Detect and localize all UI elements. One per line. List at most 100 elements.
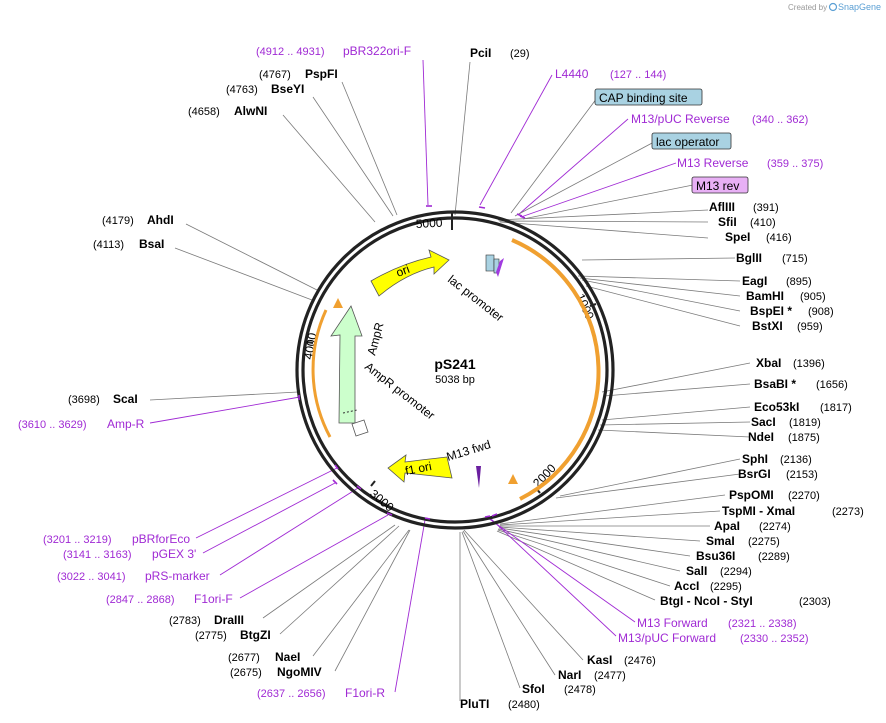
enzyme-name-smai[interactable]: SmaI <box>706 534 735 548</box>
primer-range-f1ori-r: (2637 .. 2656) <box>257 688 326 700</box>
enzyme-name-eco53ki[interactable]: Eco53kI <box>754 400 799 414</box>
tick-label-5000: 5000 <box>415 216 443 231</box>
enzyme-name-bspei[interactable]: BspEI * <box>750 304 792 318</box>
enzyme-name-sali[interactable]: SalI <box>686 564 707 578</box>
primer-name-prs-marker[interactable]: pRS-marker <box>145 569 210 583</box>
enzyme-name-eagi[interactable]: EagI <box>742 274 767 288</box>
feature-box-cap[interactable]: CAP binding site <box>594 88 703 106</box>
enzyme-pos-smai: (2275) <box>748 536 780 548</box>
enzyme-name-btgzi[interactable]: BtgZI <box>240 628 271 642</box>
primer-range-m13-puc-reverse: (340 .. 362) <box>752 114 808 126</box>
enzyme-name-apai[interactable]: ApaI <box>714 519 740 533</box>
enzyme-name-btgi-ncoi-styi[interactable]: BtgI - NcoI - StyI <box>660 594 753 608</box>
primer-leaders <box>149 59 677 693</box>
enzyme-name-spei[interactable]: SpeI <box>725 230 750 244</box>
enzyme-pos-pspomi: (2270) <box>788 490 820 502</box>
enzyme-pos-ngomiv: (2675) <box>230 667 262 679</box>
primer-name-m13-reverse[interactable]: M13 Reverse <box>677 156 749 170</box>
feature-box-m13-rev-label: M13 rev <box>696 179 739 193</box>
enzyme-name-tspmi-xmai[interactable]: TspMI - XmaI <box>722 504 795 518</box>
enzyme-name-afliii[interactable]: AflIII <box>709 200 735 214</box>
enzyme-pos-eagi: (895) <box>786 276 812 288</box>
plasmid-name: pS241 <box>434 356 475 372</box>
enzyme-name-scai[interactable]: ScaI <box>113 392 138 406</box>
primer-range-m13-reverse: (359 .. 375) <box>767 158 823 170</box>
primer-ticks <box>298 205 526 520</box>
enzyme-name-bglii[interactable]: BglII <box>736 251 762 265</box>
feature-box-lac-operator[interactable]: lac operator <box>651 132 732 150</box>
primer-range-l4440: (127 .. 144) <box>610 69 666 81</box>
cap-binding-site-mark <box>485 254 495 272</box>
enzyme-pos-sali: (2294) <box>720 566 752 578</box>
enzyme-name-pluti[interactable]: PluTI <box>460 697 489 711</box>
primer-name-pbrforeco[interactable]: pBRforEco <box>132 532 190 546</box>
enzyme-pos-bseyi: (4763) <box>226 84 258 96</box>
enzyme-name-kasi[interactable]: KasI <box>587 653 612 667</box>
primer-name-l4440[interactable]: L4440 <box>555 67 589 81</box>
primer-name-f1ori-r[interactable]: F1ori-R <box>345 686 385 700</box>
primer-name-amp-r[interactable]: Amp-R <box>107 417 145 431</box>
enzyme-name-bsabi[interactable]: BsaBI * <box>754 377 796 391</box>
enzyme-name-sphi[interactable]: SphI <box>742 452 768 466</box>
enzyme-name-bsu36i[interactable]: Bsu36I <box>696 549 735 563</box>
primer-name-m13-puc-forward[interactable]: M13/pUC Forward <box>618 631 716 645</box>
enzyme-name-alwni[interactable]: AlwNI <box>234 104 267 118</box>
ampr-label: AmpR <box>364 321 386 357</box>
enzyme-name-saci[interactable]: SacI <box>751 415 776 429</box>
left-enzyme-labels: (4767) PspFI (4763) BseYI (4658) AlwNI (… <box>68 67 338 679</box>
enzyme-name-bseyi[interactable]: BseYI <box>271 82 304 96</box>
enzyme-name-bstxi[interactable]: BstXI <box>752 319 783 333</box>
enzyme-pos-bsu36i: (2289) <box>758 551 790 563</box>
enzyme-pos-bsrgi: (2153) <box>786 469 818 481</box>
primer-name-m13-puc-reverse[interactable]: M13/pUC Reverse <box>631 112 730 126</box>
enzyme-name-ahdi[interactable]: AhdI <box>147 213 174 227</box>
enzyme-pos-kasi: (2476) <box>624 655 656 667</box>
watermark-created-by: Created by <box>788 3 827 12</box>
snapgene-logo-icon <box>828 2 838 12</box>
enzyme-pos-eco53ki: (1817) <box>820 402 852 414</box>
feature-box-lac-operator-label: lac operator <box>656 135 719 149</box>
enzyme-pos-bsai: (4113) <box>93 239 124 251</box>
ampr-arrow <box>330 305 363 424</box>
enzyme-pos-btgi-ncoi-styi: (2303) <box>799 596 831 608</box>
enzyme-name-pspfi[interactable]: PspFI <box>305 67 338 81</box>
feature-box-m13-rev[interactable]: M13 rev <box>691 176 749 194</box>
ampr-promoter-arrow <box>351 419 369 437</box>
primer-labels: (4912 .. 4931) pBR322ori-F L4440 (127 ..… <box>18 44 823 700</box>
enzyme-pos-ndei: (1875) <box>788 432 820 444</box>
plasmid-length: 5038 bp <box>435 374 475 386</box>
watermark-brand: SnapGene <box>838 2 881 12</box>
enzyme-pos-sfoi: (2478) <box>564 684 596 696</box>
enzyme-name-sfii[interactable]: SfiI <box>718 215 737 229</box>
primer-name-pbr322ori-f[interactable]: pBR322ori-F <box>343 44 411 58</box>
feature-box-cap-label: CAP binding site <box>599 91 688 105</box>
enzyme-pos-scai: (3698) <box>68 394 100 406</box>
primer-range-f1ori-f: (2847 .. 2868) <box>106 594 175 606</box>
ampr-promoter-arc <box>311 309 332 438</box>
enzyme-name-sfoi[interactable]: SfoI <box>522 682 545 696</box>
m13-fwd-label: M13 fwd <box>445 437 492 464</box>
primer-name-pgex-3[interactable]: pGEX 3' <box>152 547 196 561</box>
enzyme-pos-bsabi: (1656) <box>816 379 848 391</box>
enzyme-name-naei[interactable]: NaeI <box>275 650 300 664</box>
enzyme-name-bsrgi[interactable]: BsrGI <box>738 467 771 481</box>
primer-name-m13-forward[interactable]: M13 Forward <box>637 616 708 630</box>
enzyme-name-pcii[interactable]: PciI <box>470 46 491 60</box>
enzyme-name-draiii[interactable]: DraIII <box>214 613 244 627</box>
enzyme-name-bamhi[interactable]: BamHI <box>746 289 784 303</box>
lac-promoter-label: lac promoter <box>445 272 506 324</box>
enzyme-pos-nari: (2477) <box>594 670 626 682</box>
enzyme-name-xbai[interactable]: XbaI <box>756 356 781 370</box>
enzyme-pos-pcii: (29) <box>510 48 530 60</box>
enzyme-name-ngomiv[interactable]: NgoMIV <box>277 665 322 679</box>
enzyme-name-acci[interactable]: AccI <box>674 579 699 593</box>
enzyme-pos-afliii: (391) <box>753 202 779 214</box>
enzyme-name-nari[interactable]: NarI <box>558 668 581 682</box>
enzyme-name-bsai[interactable]: BsaI <box>139 237 164 251</box>
primer-range-amp-r: (3610 .. 3629) <box>18 419 87 431</box>
f1-ori-label: f1 ori <box>404 459 433 478</box>
primer-name-f1ori-f[interactable]: F1ori-F <box>194 592 233 606</box>
enzyme-name-ndei[interactable]: NdeI <box>748 430 774 444</box>
enzyme-name-pspomi[interactable]: PspOMI <box>729 488 774 502</box>
enzyme-pos-pspfi: (4767) <box>259 69 291 81</box>
